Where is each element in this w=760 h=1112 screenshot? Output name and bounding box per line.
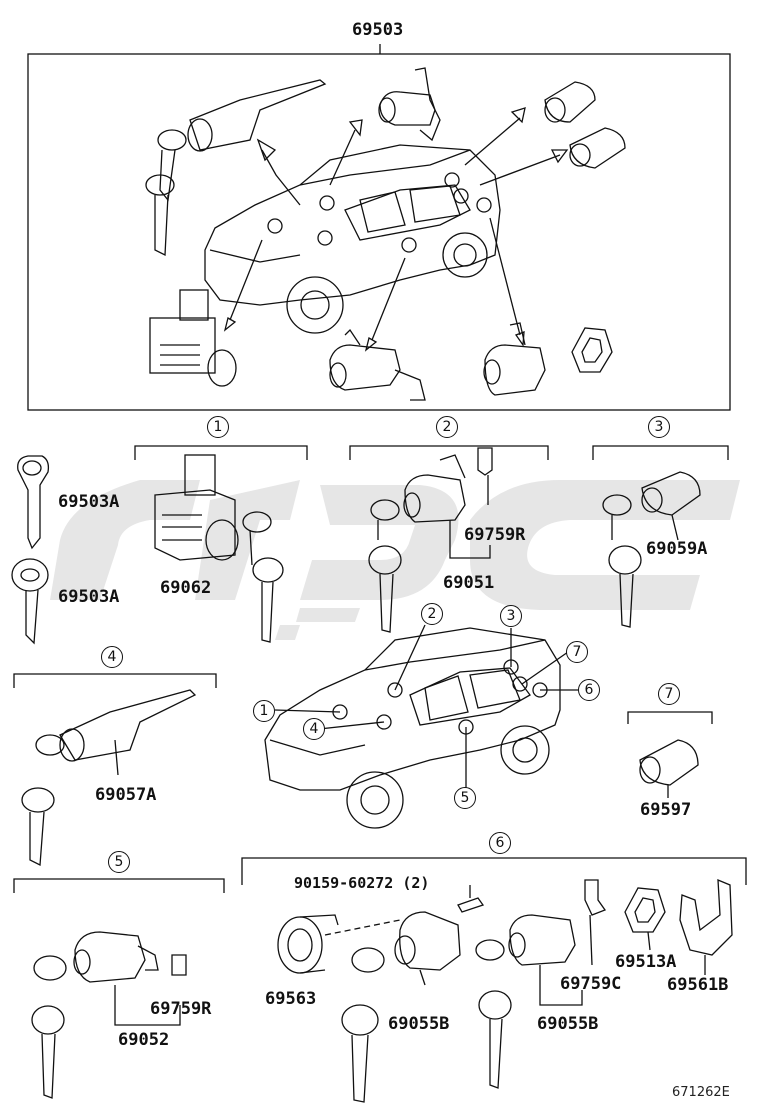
car-marker-7: 7	[566, 641, 588, 663]
part-label-69563: 69563	[265, 989, 317, 1009]
bezel-69563	[277, 914, 339, 974]
part-label-69597: 69597	[640, 800, 692, 820]
car-marker-5: 5	[454, 787, 476, 809]
ignition-69057A	[21, 689, 197, 867]
door-lock-top-bottom-mid	[329, 328, 426, 401]
group-1-marker: 1	[207, 416, 229, 438]
car-marker-6: 6	[578, 679, 600, 701]
car-illustration-middle	[264, 624, 578, 829]
part-label-69759R-group5: 69759R	[150, 999, 212, 1019]
door-lock-top-bottom-right	[483, 322, 546, 396]
cylinder-69597	[639, 739, 699, 798]
callout-arrows	[223, 107, 569, 352]
header-part-label: 69503	[352, 20, 404, 40]
part-label-69759R-group2: 69759R	[464, 525, 526, 545]
car-marker-4: 4	[303, 718, 325, 740]
key-69503A-1	[17, 455, 50, 550]
group-3-marker: 3	[648, 416, 670, 438]
part-label-69062: 69062	[160, 578, 212, 598]
ignition-lock-top	[145, 79, 327, 257]
part-label-69055B-1: 69055B	[388, 1014, 450, 1034]
group5-bracket	[13, 878, 225, 893]
part-label-69051: 69051	[443, 573, 495, 593]
group4-bracket	[13, 673, 217, 688]
door-lock-top-right	[378, 67, 441, 142]
module-top-left	[149, 289, 237, 387]
clip-69561B	[679, 879, 733, 975]
part-label-69503A-1: 69503A	[58, 492, 120, 512]
cylinder-top-a	[544, 81, 596, 123]
group-2-marker: 2	[436, 416, 458, 438]
group-4-marker: 4	[101, 646, 123, 668]
cylinder-top-b	[569, 127, 626, 169]
car-illustration-top	[204, 144, 501, 334]
group-6-marker: 6	[489, 832, 511, 854]
group-7-marker: 7	[658, 683, 680, 705]
part-label-69503A-2: 69503A	[58, 587, 120, 607]
car-marker-1: 1	[253, 700, 275, 722]
part-label-90159-60272: 90159-60272 (2)	[294, 874, 430, 892]
group6-bracket	[241, 857, 747, 885]
part-label-69561B: 69561B	[667, 975, 729, 995]
part-label-69052: 69052	[118, 1030, 170, 1050]
group7-bracket	[627, 711, 713, 724]
door-lock-69052	[31, 931, 187, 1099]
part-label-69055B-2: 69055B	[537, 1014, 599, 1034]
car-marker-3: 3	[500, 605, 522, 627]
diagram-code: 671262E	[672, 1085, 730, 1100]
main-assembly-frame	[27, 53, 731, 411]
group2-bracket	[349, 445, 549, 460]
group1-bracket	[134, 445, 308, 460]
group3-bracket	[592, 445, 729, 460]
part-label-69513A: 69513A	[615, 952, 677, 972]
retainer-top	[571, 327, 613, 373]
screw-90159	[457, 885, 485, 913]
part-label-69057A: 69057A	[95, 785, 157, 805]
car-marker-2: 2	[421, 603, 443, 625]
group-5-marker: 5	[108, 851, 130, 873]
cylinder-69055B-1	[341, 911, 461, 1103]
door-lock-69051	[368, 447, 493, 633]
retainer-69513A	[624, 887, 666, 951]
part-label-69759C: 69759C	[560, 974, 622, 994]
door-lock-69055B-2	[475, 879, 607, 1089]
key-69503A-2	[11, 558, 49, 645]
part-label-69059A: 69059A	[646, 539, 708, 559]
module-69062	[154, 454, 284, 643]
cylinder-69059A	[602, 471, 701, 628]
